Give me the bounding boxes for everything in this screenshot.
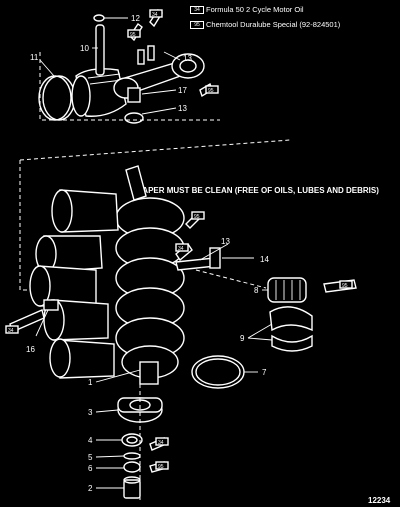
lube-tag-bot1: 34	[158, 440, 164, 446]
rod-bolt-1	[137, 49, 145, 65]
pin-retainer	[93, 14, 105, 22]
lube-tag-top2: 95	[130, 32, 136, 38]
lube-tag-mid1: 95	[194, 214, 200, 220]
lube-tags: 34 95 95 34 95 34 95 34 95	[5, 9, 353, 470]
seal-4	[121, 433, 143, 447]
callout-13-mid: 13	[221, 237, 230, 246]
rod-bolt-2	[147, 45, 155, 61]
callout-17: 17	[178, 86, 187, 95]
assembly-bracket-top	[39, 52, 220, 121]
callout-1: 1	[88, 378, 93, 387]
crankshaft-assembly	[9, 139, 357, 389]
callout-10: 10	[80, 44, 89, 53]
callout-2: 2	[88, 484, 93, 493]
leader-lines	[35, 17, 273, 489]
piston-ring-2	[42, 75, 76, 121]
callout-4: 4	[88, 436, 93, 445]
legend-formula-50: Formula 50 2 Cycle Motor Oil	[206, 5, 304, 14]
roller-bearing-16	[43, 299, 59, 311]
lube-tag-legend-95: 95	[190, 21, 204, 29]
figure-number: 12234	[368, 496, 391, 505]
callout-13-lower: 13	[178, 104, 187, 113]
callout-9: 9	[240, 334, 245, 343]
callout-16: 16	[26, 345, 35, 354]
lube-tag-left: 34	[8, 328, 14, 334]
callout-11: 11	[30, 53, 39, 62]
thrust-washer	[124, 112, 144, 124]
snap-ring	[191, 355, 245, 389]
lube-tag-top1: 34	[152, 12, 158, 18]
lube-tag-r17: 95	[208, 88, 214, 94]
callout-12: 12	[131, 14, 140, 23]
callout-5: 5	[88, 453, 93, 462]
race-half-upper	[269, 306, 313, 332]
o-ring-6	[123, 461, 141, 473]
crank-lower-shaft	[139, 361, 159, 385]
legend-chemtool: Chemtool Duralube Special (92-824501)	[206, 20, 341, 29]
callout-13-top: 13	[183, 54, 192, 63]
callout-6: 6	[88, 464, 93, 473]
race-half-lower	[271, 334, 313, 352]
assembly-bracket-top-link	[19, 139, 291, 161]
callout-3: 3	[88, 408, 93, 417]
piston-crown	[71, 75, 91, 117]
piston-rod-assembly	[38, 8, 220, 124]
lock-screw	[209, 247, 221, 269]
piston-bank	[29, 189, 119, 379]
callout-numbers: 12 10 11 13 17 13 13 14 8 9 7 16 1 3 4 5…	[26, 14, 269, 493]
callout-8: 8	[254, 286, 259, 295]
washer-5	[123, 452, 141, 460]
crankshaft-taper	[125, 165, 147, 201]
lube-tag-bot2: 95	[158, 464, 164, 470]
piston-ring-1	[38, 75, 72, 121]
callout-14: 14	[260, 255, 269, 264]
lube-tag-r8: 95	[342, 283, 348, 289]
taper-note: TAPER MUST BE CLEAN (FREE OF OILS, LUBES…	[138, 186, 379, 195]
wrist-pin	[95, 24, 105, 76]
callout-7: 7	[262, 368, 267, 377]
needle-bearing	[127, 87, 141, 103]
lube-tag-mid2: 34	[178, 246, 184, 252]
lube-tag-legend-34: 34	[190, 6, 204, 14]
